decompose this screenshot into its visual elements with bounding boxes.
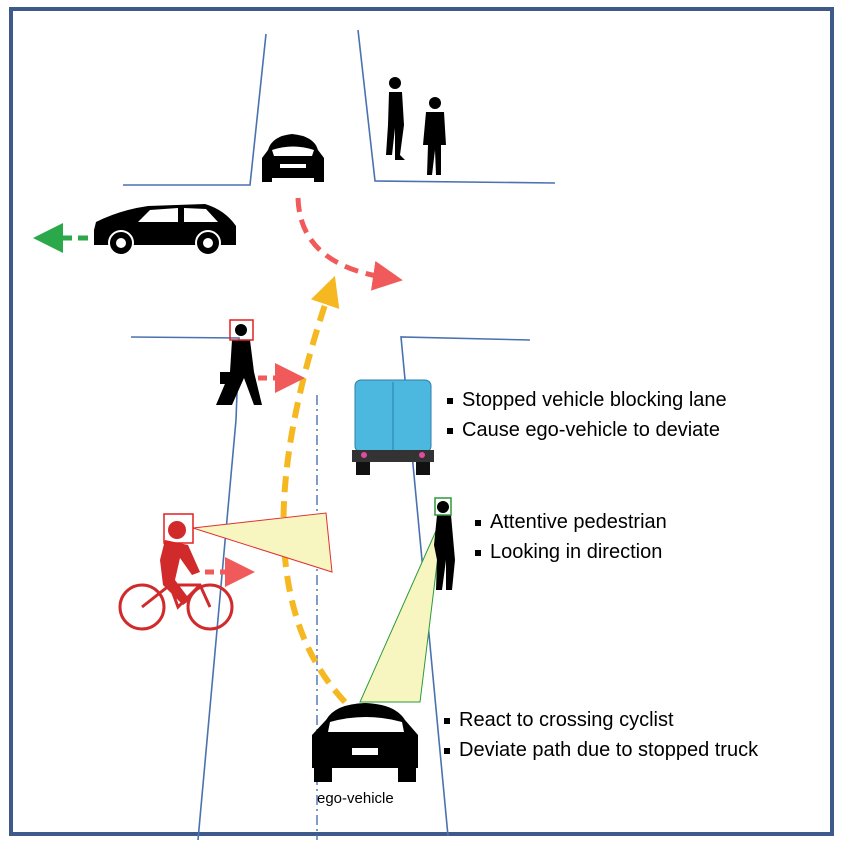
pedestrian-note-2: Looking in direction xyxy=(475,541,662,564)
note-text: Cause ego-vehicle to deviate xyxy=(462,419,720,441)
pedestrians-top xyxy=(386,77,446,175)
suv-car xyxy=(94,204,236,256)
ego-planned-path xyxy=(280,275,348,705)
cyclist xyxy=(118,521,234,631)
truck-note-2: Cause ego-vehicle to deviate xyxy=(447,419,720,442)
truck-note-1: Stopped vehicle blocking lane xyxy=(447,389,727,412)
ego-note-1: React to crossing cyclist xyxy=(444,709,674,732)
note-text: Looking in direction xyxy=(490,541,663,563)
stopped-truck xyxy=(352,379,434,475)
note-text: Stopped vehicle blocking lane xyxy=(462,389,727,411)
head-box-green xyxy=(434,497,452,516)
cyclist-gaze-cone xyxy=(192,512,333,573)
head-box-red xyxy=(229,319,254,341)
walking-pedestrian xyxy=(216,319,262,405)
note-text: React to crossing cyclist xyxy=(459,709,674,731)
ego-vehicle-label: ego-vehicle xyxy=(317,790,394,807)
pedestrian-gaze-cone xyxy=(359,514,444,703)
head-box-red xyxy=(163,513,194,544)
frame-border xyxy=(9,7,834,836)
pedestrian-note-1: Attentive pedestrian xyxy=(475,511,667,534)
red-turn-arrow xyxy=(295,197,403,291)
oncoming-car xyxy=(262,134,324,182)
attentive-pedestrian xyxy=(434,501,455,590)
note-text: Attentive pedestrian xyxy=(490,511,667,533)
ego-vehicle-car xyxy=(312,703,418,782)
ego-note-2: Deviate path due to stopped truck xyxy=(444,739,758,762)
note-text: Deviate path due to stopped truck xyxy=(459,739,759,761)
